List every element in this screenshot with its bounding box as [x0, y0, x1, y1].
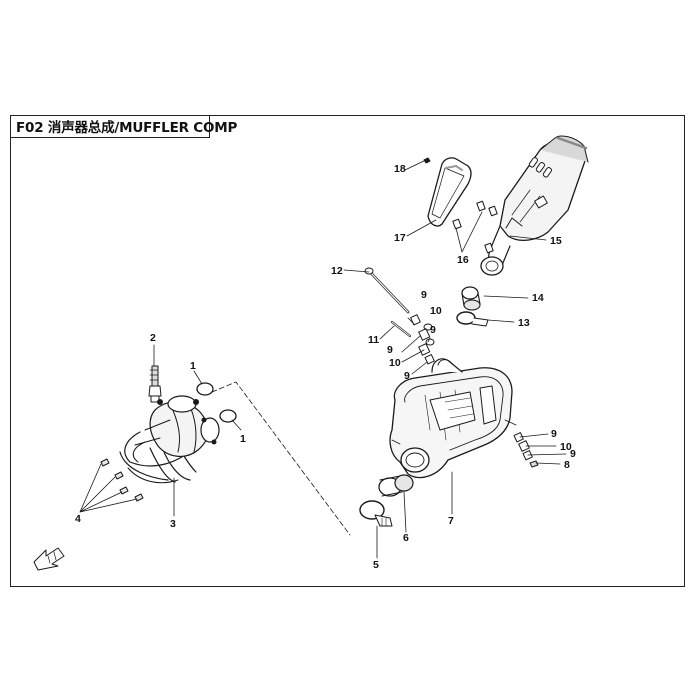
gasket-ring-upper: [196, 382, 214, 396]
callout-1: 1: [240, 433, 246, 445]
connection-dashed-line: [211, 381, 351, 536]
muffler-body-part: [389, 358, 517, 479]
callout-9: 9: [430, 324, 436, 336]
gasket-ring-lower: [219, 409, 237, 423]
long-bolt-part: [364, 267, 410, 314]
mount-hardware-right: [513, 432, 539, 468]
callout-10: 10: [560, 441, 572, 453]
callout-9: 9: [551, 428, 557, 440]
oxygen-sensor-part: [148, 365, 162, 403]
title-box: F02 消声器总成/MUFFLER COMP: [10, 115, 237, 138]
callout-15: 15: [550, 235, 562, 247]
callout-1: 1: [190, 360, 196, 372]
callout-3: 3: [170, 518, 176, 530]
callout-11: 11: [368, 334, 379, 346]
callout-10: 10: [389, 357, 401, 369]
callout-9: 9: [570, 448, 576, 460]
callout-2: 2: [150, 332, 156, 344]
callout-13: 13: [518, 317, 530, 329]
callout-4: 4: [75, 513, 81, 525]
shield-screw-part: [423, 157, 431, 164]
callout-labels: 18 17 16 15 14 13 12 11 10 10 10 9 9 9 9…: [75, 163, 576, 571]
callout-16: 16: [457, 254, 469, 266]
callout-18: 18: [394, 163, 406, 175]
shield-fasteners: [452, 200, 498, 254]
stud-bolts: [100, 458, 144, 502]
callout-10: 10: [430, 305, 442, 317]
diagram-title: F02 消声器总成/MUFFLER COMP: [16, 120, 238, 136]
callout-9: 9: [421, 289, 427, 301]
callout-12: 12: [331, 265, 343, 277]
callout-14: 14: [532, 292, 544, 304]
callout-9: 9: [387, 344, 393, 356]
leader-lines: [79, 159, 567, 559]
heat-shield-part: [427, 157, 472, 227]
tailpipe-sleeve-part: [461, 286, 481, 311]
tailpipe-outlet-part: [480, 135, 589, 276]
pipe-clamp-lower: [359, 500, 393, 527]
pipe-clamp-upper: [456, 311, 489, 327]
callout-17: 17: [394, 232, 406, 244]
pipe-sleeve-part: [378, 474, 414, 497]
front-direction-arrow-icon: [33, 547, 65, 571]
callout-7: 7: [448, 515, 454, 527]
callout-9: 9: [404, 370, 410, 382]
diagram-frame: [10, 115, 685, 587]
callout-8: 8: [564, 459, 570, 471]
mount-hardware-left: [390, 314, 435, 365]
callout-6: 6: [403, 532, 409, 544]
callout-5: 5: [373, 559, 379, 571]
exhaust-header-part: [119, 395, 220, 484]
